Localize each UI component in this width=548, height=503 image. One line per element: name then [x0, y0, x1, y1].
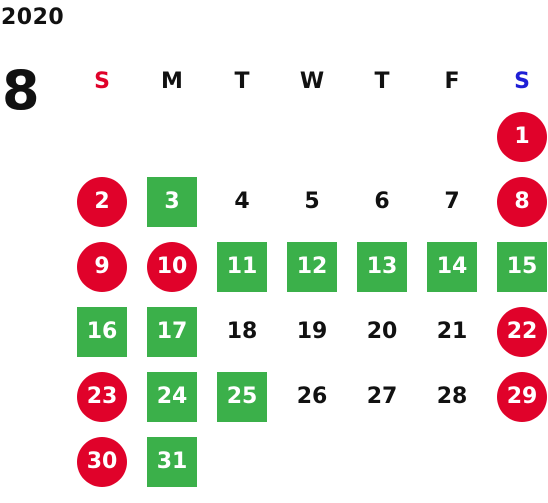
calendar-day-1[interactable]: 1 — [487, 104, 548, 169]
calendar-day-15[interactable]: 15 — [487, 234, 548, 299]
calendar-day-number: 25 — [217, 371, 267, 422]
calendar-day-18[interactable]: 18 — [207, 299, 277, 364]
calendar-day-20[interactable]: 20 — [347, 299, 417, 364]
calendar-day-number: 16 — [77, 306, 127, 357]
calendar-day-23[interactable]: 23 — [67, 364, 137, 429]
calendar-day-number: 24 — [147, 371, 197, 422]
calendar-day-31[interactable]: 31 — [137, 429, 207, 494]
weekday-thu: T — [374, 68, 390, 94]
weekday-fri: F — [444, 68, 460, 94]
calendar-day-number: 8 — [497, 176, 547, 227]
calendar-day-number: 5 — [304, 189, 320, 214]
weekday-header: S M T W T F S — [67, 58, 548, 104]
calendar-day-16[interactable]: 16 — [67, 299, 137, 364]
calendar-empty-cell — [137, 104, 207, 169]
calendar-day-27[interactable]: 27 — [347, 364, 417, 429]
calendar-empty-cell — [277, 429, 347, 494]
calendar-day-number: 14 — [427, 241, 477, 292]
calendar-day-number: 15 — [497, 241, 547, 292]
calendar-day-9[interactable]: 9 — [67, 234, 137, 299]
calendar-day-number: 9 — [77, 241, 127, 292]
calendar-day-number: 19 — [296, 319, 328, 344]
calendar-day-number: 7 — [444, 189, 460, 214]
calendar-day-6[interactable]: 6 — [347, 169, 417, 234]
calendar-day-number: 23 — [77, 371, 127, 422]
calendar-day-19[interactable]: 19 — [277, 299, 347, 364]
calendar-week-row: 1 — [67, 104, 548, 169]
calendar-day-number: 13 — [357, 241, 407, 292]
calendar-day-7[interactable]: 7 — [417, 169, 487, 234]
calendar-week-row: 9 10 11 12 13 14 15 — [67, 234, 548, 299]
calendar-day-11[interactable]: 11 — [207, 234, 277, 299]
calendar-empty-cell — [347, 429, 417, 494]
calendar-empty-cell — [207, 104, 277, 169]
calendar-day-17[interactable]: 17 — [137, 299, 207, 364]
calendar-day-number: 6 — [374, 189, 390, 214]
calendar-day-number: 21 — [436, 319, 468, 344]
calendar-day-number: 12 — [287, 241, 337, 292]
calendar-month: 8 — [2, 59, 40, 122]
calendar-day-10[interactable]: 10 — [137, 234, 207, 299]
calendar-day-22[interactable]: 22 — [487, 299, 548, 364]
calendar-week-row: 16 17 18 19 20 21 22 — [67, 299, 548, 364]
weekday-wed: W — [299, 68, 325, 94]
calendar-day-12[interactable]: 12 — [277, 234, 347, 299]
calendar-day-number: 30 — [77, 436, 127, 487]
calendar-empty-cell — [207, 429, 277, 494]
calendar-day-14[interactable]: 14 — [417, 234, 487, 299]
calendar-day-number: 26 — [296, 384, 328, 409]
calendar-day-number: 20 — [366, 319, 398, 344]
calendar-day-number: 1 — [497, 111, 547, 162]
calendar-day-4[interactable]: 4 — [207, 169, 277, 234]
calendar-day-13[interactable]: 13 — [347, 234, 417, 299]
calendar-day-number: 11 — [217, 241, 267, 292]
calendar-empty-cell — [417, 104, 487, 169]
calendar-empty-cell — [67, 104, 137, 169]
calendar-day-24[interactable]: 24 — [137, 364, 207, 429]
calendar-week-row: 30 31 — [67, 429, 548, 494]
weekday-mon: M — [161, 68, 183, 94]
calendar-empty-cell — [277, 104, 347, 169]
calendar-day-number: 17 — [147, 306, 197, 357]
calendar-day-5[interactable]: 5 — [277, 169, 347, 234]
calendar-empty-cell — [417, 429, 487, 494]
calendar-day-29[interactable]: 29 — [487, 364, 548, 429]
calendar-day-2[interactable]: 2 — [67, 169, 137, 234]
calendar-day-28[interactable]: 28 — [417, 364, 487, 429]
calendar-day-8[interactable]: 8 — [487, 169, 548, 234]
calendar-day-26[interactable]: 26 — [277, 364, 347, 429]
calendar-empty-cell — [487, 429, 548, 494]
weekday-sat: S — [514, 68, 530, 94]
calendar-day-number: 28 — [436, 384, 468, 409]
calendar-day-number: 29 — [497, 371, 547, 422]
calendar-day-number: 18 — [226, 319, 258, 344]
calendar-day-3[interactable]: 3 — [137, 169, 207, 234]
weekday-tue: T — [234, 68, 250, 94]
calendar-day-number: 27 — [366, 384, 398, 409]
calendar-day-number: 22 — [497, 306, 547, 357]
calendar-year: 2020 — [1, 5, 65, 30]
calendar-day-30[interactable]: 30 — [67, 429, 137, 494]
calendar-day-number: 4 — [234, 189, 250, 214]
calendar-day-number: 3 — [147, 176, 197, 227]
calendar-day-21[interactable]: 21 — [417, 299, 487, 364]
calendar-empty-cell — [347, 104, 417, 169]
weekday-sun: S — [94, 68, 110, 94]
calendar-day-number: 31 — [147, 436, 197, 487]
calendar-week-row: 23 24 25 26 27 28 29 — [67, 364, 548, 429]
calendar-day-number: 2 — [77, 176, 127, 227]
calendar-day-25[interactable]: 25 — [207, 364, 277, 429]
calendar-day-number: 10 — [147, 241, 197, 292]
